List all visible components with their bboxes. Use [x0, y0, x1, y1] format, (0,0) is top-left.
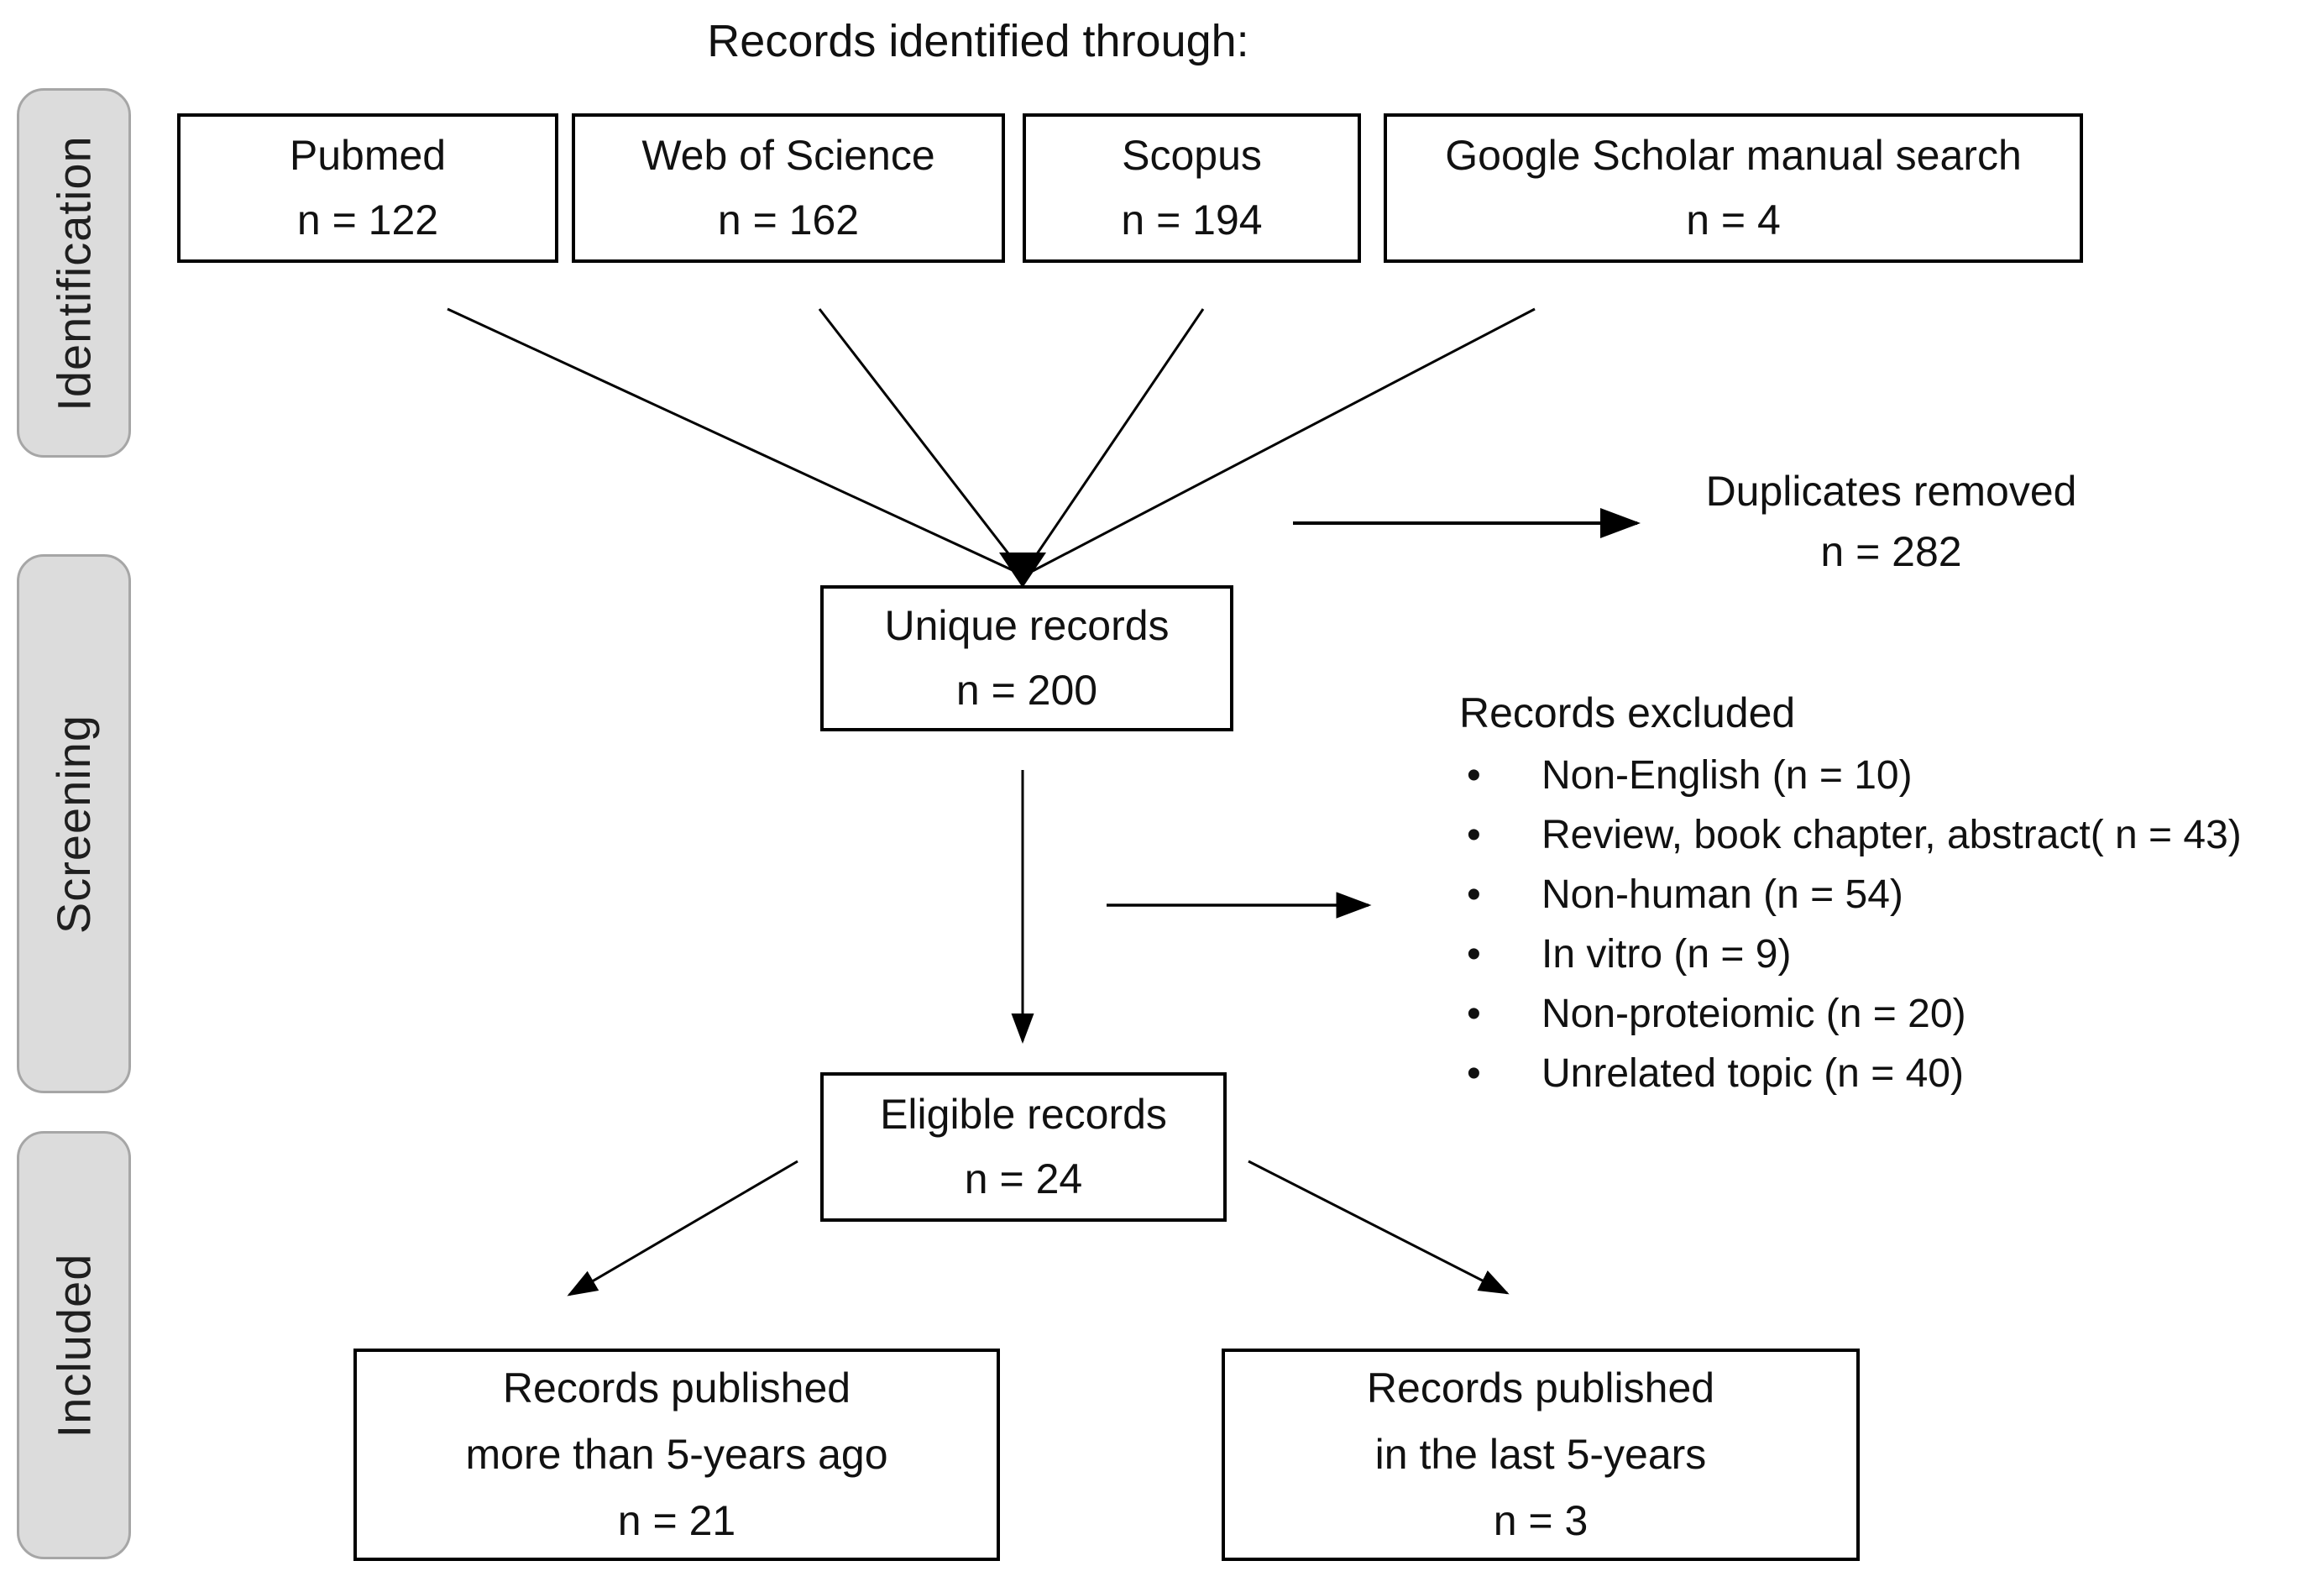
box-unique-records-count: n = 200: [955, 667, 1098, 714]
box-unique-records: Unique records n = 200: [820, 585, 1233, 731]
box-google-scholar-name: Google Scholar manual search: [1445, 131, 2022, 179]
box-google-scholar-count: n = 4: [1686, 196, 1781, 244]
box-pubmed-name: Pubmed: [289, 131, 447, 179]
bullet-icon: •: [1467, 932, 1481, 977]
excluded-item-text: Non-English (n = 10): [1541, 753, 1913, 798]
page-title: Records identified through:: [707, 16, 1249, 66]
stage-screening-label: Screening: [47, 714, 101, 934]
duplicates-removed-line1: Duplicates removed: [1705, 468, 2077, 515]
duplicates-removed-count: n = 282: [1820, 528, 1962, 575]
excluded-item: • Review, book chapter, abstract( n = 43…: [1459, 805, 2242, 865]
records-excluded-block: Records excluded • Non-English (n = 10) …: [1459, 689, 2242, 1103]
excluded-item-text: Unrelated topic (n = 40): [1541, 1051, 1964, 1096]
bullet-icon: •: [1467, 872, 1481, 917]
line-webofscience-to-unique: [818, 308, 1021, 568]
excluded-item-text: In vitro (n = 9): [1541, 932, 1792, 977]
line-pubmed-to-unique: [447, 307, 1015, 573]
box-scopus-count: n = 194: [1121, 196, 1263, 244]
box-published-older-count: n = 21: [617, 1497, 736, 1544]
box-web-of-science-name: Web of Science: [641, 131, 935, 179]
excluded-item-text: Review, book chapter, abstract( n = 43): [1541, 813, 2242, 857]
excluded-item: • Non-human (n = 54): [1459, 865, 2242, 924]
box-published-older-line1: Records published: [502, 1364, 851, 1412]
bullet-icon: •: [1467, 813, 1481, 857]
box-web-of-science: Web of Science n = 162: [572, 113, 1005, 263]
box-published-recent-line2: in the last 5-years: [1374, 1431, 1707, 1478]
box-pubmed: Pubmed n = 122: [177, 113, 558, 263]
excluded-item: • Non-proteiomic (n = 20): [1459, 984, 2242, 1044]
converge-arrowhead-icon: [999, 553, 1046, 588]
excluded-item-text: Non-human (n = 54): [1541, 872, 1903, 917]
excluded-item-text: Non-proteiomic (n = 20): [1541, 992, 1966, 1036]
excluded-item: • Unrelated topic (n = 40): [1459, 1044, 2242, 1103]
box-eligible-records-name: Eligible records: [880, 1090, 1167, 1138]
stage-identification-label: Identification: [47, 134, 101, 411]
box-google-scholar: Google Scholar manual search n = 4: [1384, 113, 2083, 263]
box-unique-records-name: Unique records: [884, 601, 1170, 649]
box-published-older: Records published more than 5-years ago …: [353, 1349, 1000, 1561]
line-scopus-to-unique: [1026, 308, 1205, 568]
records-excluded-list: • Non-English (n = 10) • Review, book ch…: [1459, 746, 2242, 1103]
stage-identification: Identification: [17, 88, 131, 458]
arrow-eligible-to-recent: [1248, 1160, 1510, 1295]
box-published-recent-count: n = 3: [1493, 1497, 1589, 1544]
bullet-icon: •: [1467, 753, 1481, 798]
bullet-icon: •: [1467, 1051, 1481, 1096]
box-published-recent-line1: Records published: [1366, 1364, 1715, 1412]
box-published-recent: Records published in the last 5-years n …: [1222, 1349, 1860, 1561]
box-eligible-records: Eligible records n = 24: [820, 1072, 1227, 1222]
stage-included: Included: [17, 1131, 131, 1559]
duplicates-removed-label: Duplicates removed n = 282: [1675, 461, 2107, 582]
bullet-icon: •: [1467, 992, 1481, 1036]
box-scopus-name: Scopus: [1122, 131, 1262, 179]
records-excluded-heading: Records excluded: [1459, 689, 1796, 736]
box-eligible-records-count: n = 24: [964, 1155, 1083, 1202]
line-googlescholar-to-unique: [1032, 307, 1536, 573]
arrow-eligible-to-older: [567, 1160, 798, 1296]
box-scopus: Scopus n = 194: [1023, 113, 1361, 263]
box-pubmed-count: n = 122: [296, 196, 439, 244]
stage-screening: Screening: [17, 554, 131, 1093]
box-published-older-line2: more than 5-years ago: [465, 1431, 888, 1478]
stage-included-label: Included: [47, 1253, 101, 1438]
box-web-of-science-count: n = 162: [717, 196, 860, 244]
excluded-item: • Non-English (n = 10): [1459, 746, 2242, 805]
excluded-item: • In vitro (n = 9): [1459, 924, 2242, 984]
